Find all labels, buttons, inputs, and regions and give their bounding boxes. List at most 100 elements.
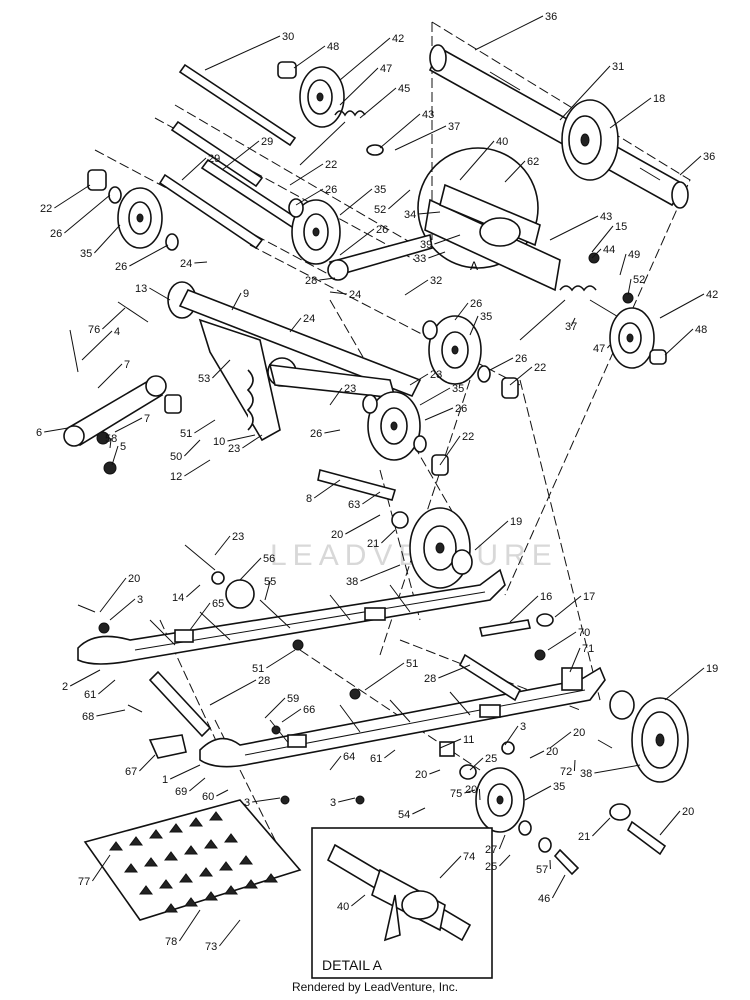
callout-label-35: 35 <box>452 383 464 395</box>
callout-label-48: 48 <box>327 41 339 53</box>
callout-label-23: 23 <box>232 531 244 543</box>
callout-leader-78 <box>178 909 201 942</box>
callout-leader-1 <box>169 764 201 780</box>
callout-label-31: 31 <box>612 61 624 73</box>
track-clip-panel <box>83 799 302 921</box>
callout-label-33: 33 <box>414 253 426 265</box>
callout-label-17: 17 <box>583 591 595 603</box>
callout-leader-35 <box>419 387 451 406</box>
callout-leader-65 <box>189 602 211 631</box>
callout-label-27: 27 <box>485 844 497 856</box>
callout-leader-25 <box>499 854 511 867</box>
callout-leader-37 <box>394 125 447 151</box>
callout-leader-76 <box>102 307 126 330</box>
callout-leader-29 <box>181 157 207 181</box>
rear-axle-assembly <box>428 44 689 209</box>
callout-leader-39 <box>434 234 461 245</box>
callout-leader-2 <box>69 669 101 687</box>
callout-leader-42 <box>659 293 705 319</box>
callout-label-69: 69 <box>175 786 187 798</box>
callout-label-77: 77 <box>78 876 90 888</box>
callout-label-75: 75 <box>450 788 462 800</box>
callout-label-66: 66 <box>303 704 315 716</box>
callout-leader-21 <box>592 817 611 837</box>
callout-leader-13 <box>149 287 171 301</box>
callout-label-47: 47 <box>593 343 605 355</box>
callout-leader-3 <box>252 797 281 803</box>
callout-leader-20 <box>549 731 572 749</box>
callout-leader-75 <box>464 789 476 794</box>
callout-label-30: 30 <box>282 31 294 43</box>
callout-leader-43 <box>379 113 421 149</box>
callout-label-3: 3 <box>137 594 143 606</box>
center-idler-wheel-upper <box>288 198 341 265</box>
callout-label-9: 9 <box>243 288 249 300</box>
callout-label-67: 67 <box>125 766 137 778</box>
callout-leader-25 <box>469 757 484 771</box>
callout-leader-38 <box>594 764 641 774</box>
callout-label-35: 35 <box>553 781 565 793</box>
callout-leader-3 <box>109 598 136 621</box>
callout-label-26: 26 <box>325 184 337 196</box>
callout-label-28: 28 <box>305 275 317 287</box>
callout-leader-48 <box>293 45 326 69</box>
callout-leader-12 <box>184 459 211 477</box>
callout-label-48: 48 <box>695 324 707 336</box>
callout-leader-37 <box>570 317 576 327</box>
callout-leader-35 <box>469 315 479 336</box>
callout-leader-19 <box>664 667 705 701</box>
callout-label-21: 21 <box>367 538 379 550</box>
callout-leader-33 <box>428 251 446 259</box>
callout-label-22: 22 <box>534 362 546 374</box>
callout-leader-9 <box>231 292 242 311</box>
callout-leader-22 <box>289 163 324 186</box>
callout-leader-56 <box>239 557 262 581</box>
callout-leader-46 <box>551 874 566 899</box>
callout-leader-53 <box>212 359 231 379</box>
callout-leader-26 <box>64 194 111 234</box>
callout-leader-27 <box>498 834 506 850</box>
callout-leader-50 <box>184 439 201 457</box>
callout-leader-26 <box>489 357 514 371</box>
callout-leader-72 <box>573 759 576 772</box>
callout-label-20: 20 <box>331 529 343 541</box>
callout-label-24: 24 <box>180 258 192 270</box>
callout-leader-5 <box>111 445 119 466</box>
callout-leader-24 <box>194 261 208 264</box>
callout-leader-47 <box>607 344 611 349</box>
callout-label-7: 7 <box>144 413 150 425</box>
callout-label-1: 1 <box>162 774 168 786</box>
callout-leader-60 <box>216 789 229 797</box>
callout-label-26: 26 <box>115 261 127 273</box>
callout-label-46: 46 <box>538 893 550 905</box>
middle-idler-wheel <box>422 315 519 399</box>
callout-label-44: 44 <box>603 244 615 256</box>
callout-leader-70 <box>547 631 577 651</box>
callout-leader-26 <box>424 407 454 421</box>
callout-label-68: 68 <box>82 711 94 723</box>
callout-label-11: 11 <box>463 734 474 746</box>
callout-leader-3 <box>504 725 519 746</box>
torsion-spring-upper <box>299 110 384 166</box>
callout-label-35: 35 <box>480 311 492 323</box>
footer-credit: Rendered by LeadVenture, Inc. <box>291 980 459 994</box>
callout-leader-26 <box>129 244 169 267</box>
callout-label-57: 57 <box>536 864 548 876</box>
callout-leader-6 <box>44 427 69 433</box>
callout-leader-73 <box>219 919 241 947</box>
callout-leader-23 <box>409 373 429 386</box>
callout-label-62: 62 <box>527 156 539 168</box>
callout-label-22: 22 <box>325 159 337 171</box>
callout-label-12: 12 <box>170 471 182 483</box>
callout-label-38: 38 <box>580 768 592 780</box>
callout-label-4: 4 <box>114 326 120 338</box>
callout-leader-49 <box>619 253 627 276</box>
callout-label-38: 38 <box>346 576 358 588</box>
callout-leader-77 <box>91 854 111 882</box>
callout-leader-54 <box>412 807 426 815</box>
callout-label-10: 10 <box>213 436 225 448</box>
lower-center-wheel <box>475 767 580 876</box>
callout-label-59: 59 <box>287 693 299 705</box>
callout-label-63: 63 <box>348 499 360 511</box>
